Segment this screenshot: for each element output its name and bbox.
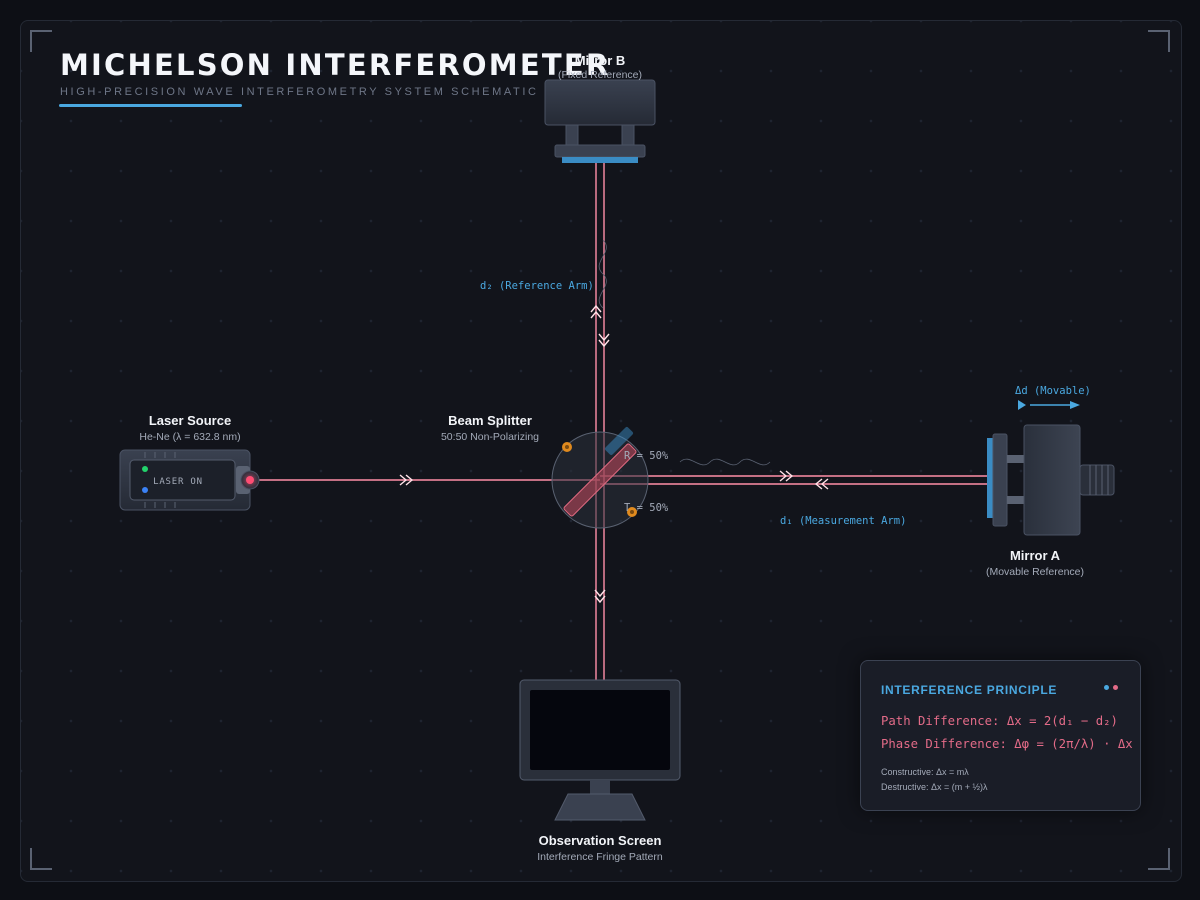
reflect-ratio-label: R = 50% (624, 450, 669, 462)
observation-screen-name: Observation Screen (538, 833, 662, 848)
laser-source-label: Laser Source He-Ne (λ = 632.8 nm) (90, 413, 290, 443)
status-led-blue (142, 487, 148, 493)
title-underline (59, 104, 242, 107)
arrow-down-icon (594, 589, 606, 604)
fringe-display (530, 690, 670, 770)
status-led-green (142, 466, 148, 472)
page-subtitle: HIGH-PRECISION WAVE INTERFEROMETRY SYSTE… (60, 86, 539, 98)
mirror-b (544, 79, 656, 163)
phase-difference-formula: Phase Difference: Δφ = (2π/λ) · Δx (881, 737, 1133, 751)
beam-measurement-arm (600, 473, 990, 487)
corner-bracket-top-right (1148, 30, 1170, 52)
mirror-a-label: Mirror A (Movable Reference) (935, 548, 1135, 578)
beam-reference-arm (593, 162, 607, 480)
arrow-right-icon (779, 470, 794, 482)
arrow-down-icon (598, 333, 610, 348)
laser-source-name: Laser Source (148, 413, 232, 428)
page-title: MICHELSON INTERFEROMETER (60, 48, 611, 82)
mirror-b-spec: (Fixed Reference) (557, 69, 643, 81)
destructive-condition: Destructive: Δx = (m + ½)λ (881, 782, 988, 792)
beam-splitter (551, 426, 649, 529)
beam-splitter-label: Beam Splitter 50:50 Non-Polarizing (390, 413, 590, 443)
observation-screen-label: Observation Screen Interference Fringe P… (480, 833, 720, 863)
observation-screen-spec: Interference Fringe Pattern (537, 851, 663, 863)
indicator-dot-blue (1104, 685, 1109, 690)
laser-beams (252, 162, 990, 690)
constructive-condition: Constructive: Δx = mλ (881, 767, 969, 777)
interference-principle-panel: INTERFERENCE PRINCIPLE Path Difference: … (860, 660, 1141, 811)
movable-label: Δd (Movable) (1015, 385, 1091, 397)
movable-arrow-icon (1018, 400, 1080, 410)
mirror-b-label: Mirror B (Fixed Reference) (500, 53, 700, 81)
mirror-surface (562, 157, 638, 163)
wave-icon (598, 239, 607, 309)
micrometer-knob (1079, 464, 1115, 496)
wave-icon (679, 458, 771, 466)
laser-status-text: LASER ON (153, 477, 203, 487)
laser-source-spec: He-Ne (λ = 632.8 nm) (139, 431, 241, 443)
arrow-up-icon (590, 304, 602, 319)
direction-arrows (399, 304, 829, 604)
path-difference-formula: Path Difference: Δx = 2(d₁ − d₂) (881, 714, 1118, 728)
measurement-arm-label: d₁ (Measurement Arm) (780, 515, 907, 527)
wave-squiggles (598, 239, 771, 466)
mirror-a (987, 400, 1115, 536)
panel-indicator-dots (1100, 677, 1118, 695)
observation-screen (519, 679, 681, 821)
corner-bracket-bottom-right (1148, 848, 1170, 870)
beam-splitter-name: Beam Splitter (448, 413, 532, 428)
mirror-surface (987, 438, 993, 518)
indicator-dot-red (1113, 685, 1118, 690)
beam-splitter-spec: 50:50 Non-Polarizing (440, 431, 540, 443)
transmit-ratio-label: T = 50% (624, 502, 669, 514)
corner-bracket-bottom-left (30, 848, 52, 870)
mirror-a-spec: (Movable Reference) (985, 566, 1085, 578)
arrow-right-icon (399, 474, 414, 486)
mirror-a-name: Mirror A (1009, 548, 1061, 563)
corner-bracket-top-left (30, 30, 52, 52)
arrow-left-icon (814, 478, 829, 490)
reference-arm-label: d₂ (Reference Arm) (480, 280, 594, 292)
info-panel-title: INTERFERENCE PRINCIPLE (881, 683, 1058, 697)
mirror-b-name: Mirror B (574, 53, 626, 68)
laser-source: LASER ON (119, 449, 260, 511)
